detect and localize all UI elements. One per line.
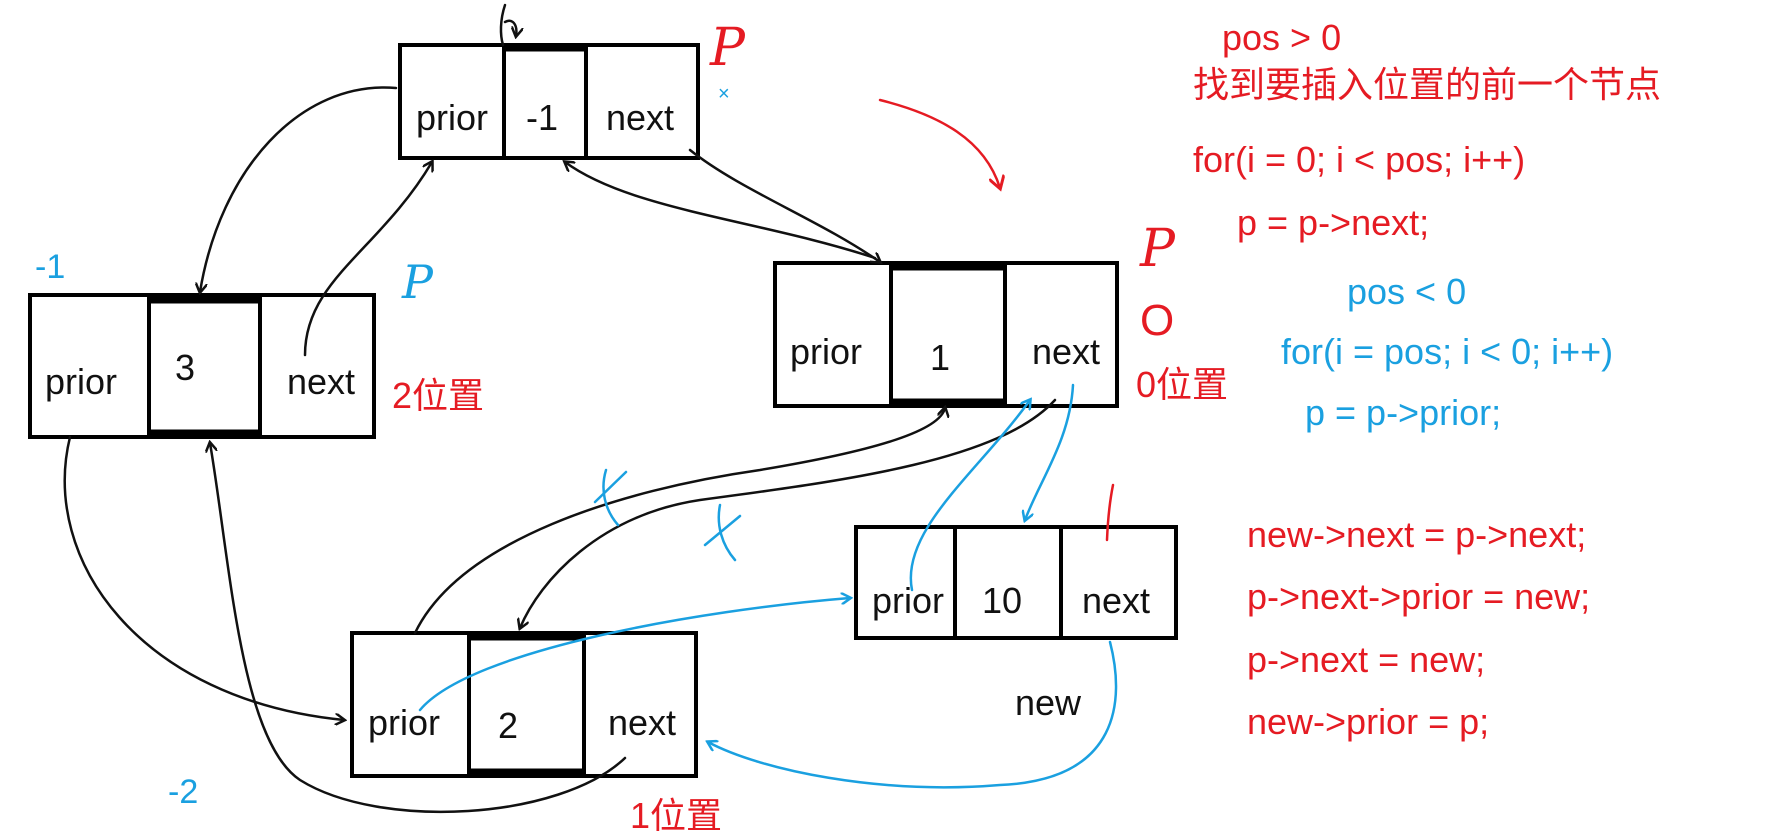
p-marker-right: P	[1139, 219, 1176, 279]
new-prior-label: prior	[872, 580, 944, 621]
new-value: 10	[982, 580, 1022, 621]
step-prior: p = p->prior;	[1305, 392, 1501, 433]
node-new: prior 10 next new	[854, 525, 1178, 723]
neg2-label: -2	[168, 773, 198, 811]
pos1-label: 1位置	[630, 795, 722, 836]
p-marker-left: P	[401, 255, 434, 309]
find-prev-node-desc: 找到要插入位置的前一个节点	[1193, 64, 1661, 105]
node-head: prior -1 next	[398, 43, 700, 160]
cond-pos-lt-zero: pos < 0	[1347, 271, 1466, 312]
head-next-label: next	[606, 97, 674, 138]
node-1: prior 1 next	[773, 261, 1119, 408]
for-loop-backward: for(i = pos; i < 0; i++)	[1281, 331, 1613, 372]
black-links	[63, 3, 1057, 814]
node3-value: 3	[175, 347, 195, 388]
code-blue-block: pos < 0 for(i = pos; i < 0; i++) p = p->…	[1281, 271, 1613, 433]
head-prior-label: prior	[416, 97, 488, 138]
node-3: prior 3 next	[28, 293, 376, 439]
head-value: -1	[526, 97, 558, 138]
insert-step-2: p->next->prior = new;	[1247, 576, 1590, 617]
pos0-label: 0位置	[1136, 364, 1228, 405]
new-caption: new	[1015, 682, 1082, 723]
node2-next-label: next	[608, 702, 676, 743]
red-marks	[878, 98, 1115, 542]
insert-steps-block: new->next = p->next; p->next->prior = ne…	[1247, 514, 1590, 742]
new-next-label: next	[1082, 580, 1150, 621]
node3-next-label: next	[287, 361, 355, 402]
insert-step-1: new->next = p->next;	[1247, 514, 1586, 555]
p-marker-top: P	[709, 18, 746, 78]
node1-value: 1	[930, 337, 950, 378]
node2-value: 2	[498, 705, 518, 746]
node3-prior-label: prior	[45, 361, 117, 402]
insert-step-4: new->prior = p;	[1247, 701, 1489, 742]
pos2-label: 2位置	[392, 375, 484, 416]
node1-next-label: next	[1032, 331, 1100, 372]
node1-prior-label: prior	[790, 331, 862, 372]
code-red-block: pos > 0 找到要插入位置的前一个节点 for(i = 0; i < pos…	[1193, 17, 1661, 243]
cond-pos-gt-zero: pos > 0	[1222, 17, 1341, 58]
blue-links	[418, 383, 1118, 789]
for-loop-forward: for(i = 0; i < pos; i++)	[1193, 139, 1525, 180]
insert-step-3: p->next = new;	[1247, 639, 1485, 680]
blue-tick-mark: ×	[718, 83, 730, 105]
zero-marker: O	[1140, 296, 1174, 345]
neg1-label: -1	[35, 248, 65, 286]
step-next: p = p->next;	[1237, 202, 1429, 243]
node2-prior-label: prior	[368, 702, 440, 743]
